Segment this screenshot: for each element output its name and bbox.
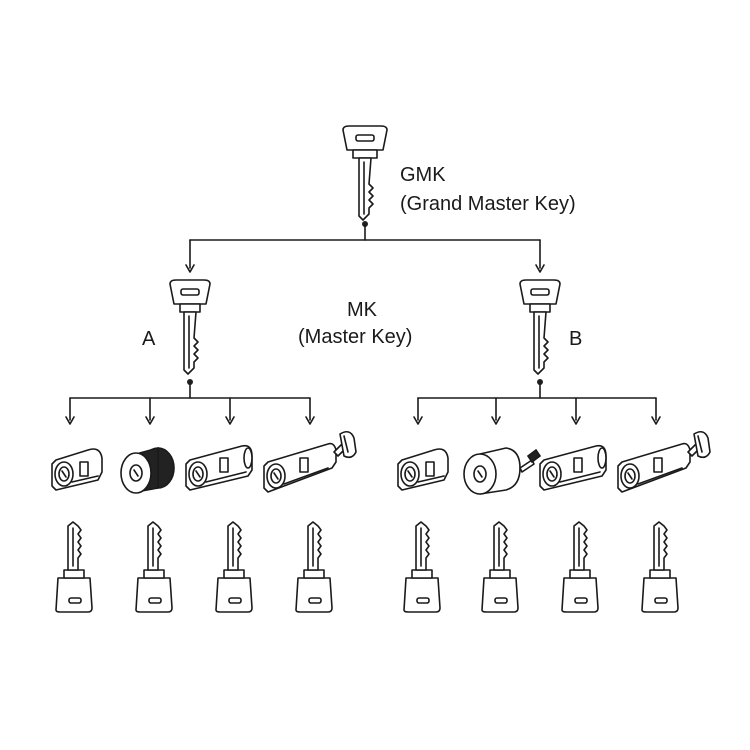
change-key-icon [135, 521, 173, 613]
arrow-to-cylinder-b-2 [491, 397, 501, 425]
change-key-icon [481, 521, 519, 613]
rim-cylinder-icon [120, 446, 175, 494]
euro-double-cylinder-icon [539, 444, 607, 491]
group-b-label: B [569, 328, 583, 350]
mk-a-key-icon [169, 279, 211, 375]
arrow-to-mk-b [535, 239, 545, 273]
arrow-to-cylinder-b-1 [413, 397, 423, 425]
change-key-icon [215, 521, 253, 613]
gmk-abbr-label: GMK [400, 164, 446, 186]
arrow-to-cylinder-a-1 [65, 397, 75, 425]
mk-abbr-label: MK [347, 299, 377, 321]
mk-full-label: (Master Key) [298, 326, 413, 348]
arrow-to-cylinder-a-4 [305, 397, 315, 425]
change-key-icon [295, 521, 333, 613]
knob-cylinder-icon [463, 447, 542, 495]
euro-thumbturn-cylinder-icon [617, 430, 711, 493]
gmk-key-icon [342, 125, 388, 221]
mk-b-key-icon [519, 279, 561, 375]
arrow-to-cylinder-a-3 [225, 397, 235, 425]
euro-thumbturn-cylinder-icon [263, 430, 357, 493]
gmk-full-label: (Grand Master Key) [400, 193, 576, 215]
change-key-icon [641, 521, 679, 613]
group-a-label: A [142, 328, 156, 350]
arrow-to-mk-a [185, 239, 195, 273]
change-key-icon [403, 521, 441, 613]
euro-half-cylinder-icon [51, 448, 103, 491]
arrow-to-cylinder-b-3 [571, 397, 581, 425]
change-key-icon [561, 521, 599, 613]
euro-half-cylinder-icon [397, 448, 449, 491]
arrow-to-cylinder-b-4 [651, 397, 661, 425]
change-key-icon [55, 521, 93, 613]
arrow-to-cylinder-a-2 [145, 397, 155, 425]
euro-double-cylinder-icon [185, 444, 253, 491]
